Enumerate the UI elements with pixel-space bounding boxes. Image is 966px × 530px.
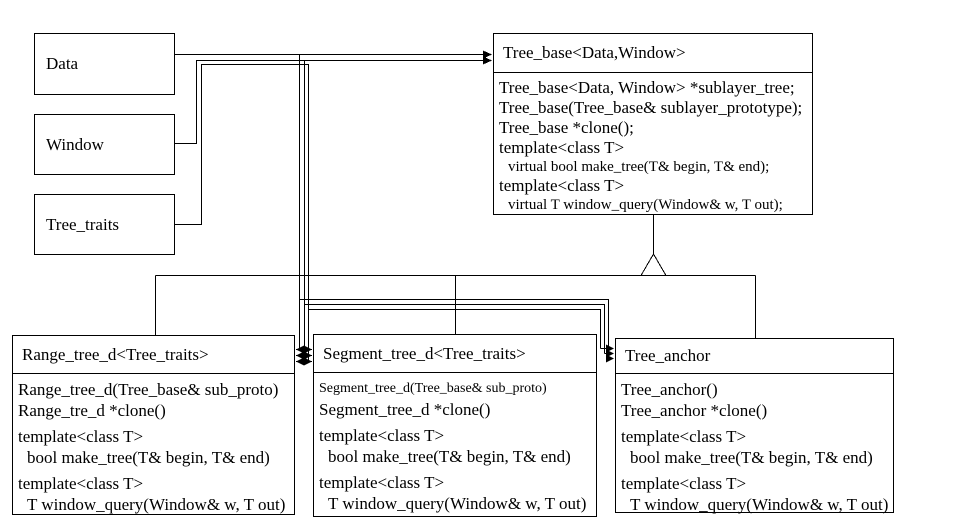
class-members-segment-tree-d: Segment_tree_d(Tree_base& sub_proto) Seg…: [314, 373, 596, 514]
connector-treetraits-drop: [175, 64, 309, 361]
arrow-cluster-range-segment: [296, 345, 312, 366]
arrowhead-icon: [304, 357, 312, 366]
param-label-data: Data: [46, 54, 79, 73]
class-box-range-tree-d: Range_tree_d<Tree_traits> Range_tree_d(T…: [12, 335, 295, 515]
member-line: Tree_base *clone();: [499, 118, 634, 137]
member-line: template<class T>: [499, 176, 625, 195]
member-line: template<class T>: [621, 427, 747, 446]
member-line: T window_query(Window& w, T out): [630, 495, 889, 514]
member-line: template<class T>: [621, 474, 747, 493]
arrowhead-icon: [304, 351, 312, 360]
arrow-cluster-tree-anchor: [600, 344, 614, 363]
member-line: Segment_tree_d(Tree_base& sub_proto): [319, 381, 547, 396]
param-box-window: Window: [34, 114, 175, 175]
member-line: template<class T>: [18, 427, 144, 446]
class-title-segment-tree-d: Segment_tree_d<Tree_traits>: [314, 335, 596, 373]
class-title-tree-anchor: Tree_anchor: [616, 339, 893, 374]
member-line: Tree_base<Data, Window> *sublayer_tree;: [499, 78, 795, 97]
class-box-tree-base: Tree_base<Data,Window> Tree_base<Data, W…: [493, 33, 813, 215]
connector-window-to-treebase: [175, 60, 484, 144]
member-line: virtual T window_query(Window& w, T out)…: [508, 197, 783, 213]
class-title-range-tree-d: Range_tree_d<Tree_traits>: [13, 336, 294, 374]
member-line: T window_query(Window& w, T out): [27, 495, 286, 514]
member-line: T window_query(Window& w, T out): [328, 494, 587, 513]
member-line: virtual bool make_tree(T& begin, T& end)…: [508, 159, 770, 175]
member-line: bool make_tree(T& begin, T& end): [328, 447, 571, 466]
arrowhead-icon: [606, 349, 614, 358]
arrowhead-icon: [606, 344, 614, 353]
class-members-tree-anchor: Tree_anchor() Tree_anchor *clone() templ…: [616, 374, 893, 515]
member-line: template<class T>: [18, 474, 144, 493]
arrowhead-icon: [296, 345, 304, 354]
member-line: Segment_tree_d *clone(): [319, 400, 491, 419]
class-box-tree-anchor: Tree_anchor Tree_anchor() Tree_anchor *c…: [615, 338, 894, 515]
param-box-data: Data: [34, 33, 175, 95]
member-line: bool make_tree(T& begin, T& end): [27, 448, 270, 467]
member-line: Range_tre_d *clone(): [18, 401, 166, 420]
class-title-tree-base: Tree_base<Data,Window>: [494, 34, 812, 73]
class-members-tree-base: Tree_base<Data, Window> *sublayer_tree; …: [494, 73, 812, 214]
member-line: Tree_anchor *clone(): [621, 401, 768, 420]
member-line: Tree_anchor(): [621, 380, 718, 399]
arrowhead-icon: [296, 357, 304, 366]
member-line: template<class T>: [319, 473, 445, 492]
arrowhead-icon: [483, 56, 492, 65]
arrowhead-icon: [304, 345, 312, 354]
member-line: Range_tree_d(Tree_base& sub_proto): [18, 380, 279, 399]
param-label-window: Window: [46, 134, 104, 154]
class-box-segment-tree-d: Segment_tree_d<Tree_traits> Segment_tree…: [313, 334, 597, 517]
arrowhead-icon: [296, 351, 304, 360]
class-members-range-tree-d: Range_tree_d(Tree_base& sub_proto) Range…: [13, 374, 294, 515]
param-label-tree-traits: Tree_traits: [46, 214, 120, 234]
member-line: template<class T>: [499, 138, 625, 157]
member-line: bool make_tree(T& begin, T& end): [630, 448, 873, 467]
member-line: Tree_base(Tree_base& sublayer_prototype)…: [499, 98, 803, 117]
arrowhead-icon: [483, 50, 492, 59]
arrowhead-icon: [606, 354, 614, 363]
generalization-triangle-icon: [640, 253, 667, 276]
member-line: template<class T>: [319, 426, 445, 445]
param-box-tree-traits: Tree_traits: [34, 194, 175, 255]
